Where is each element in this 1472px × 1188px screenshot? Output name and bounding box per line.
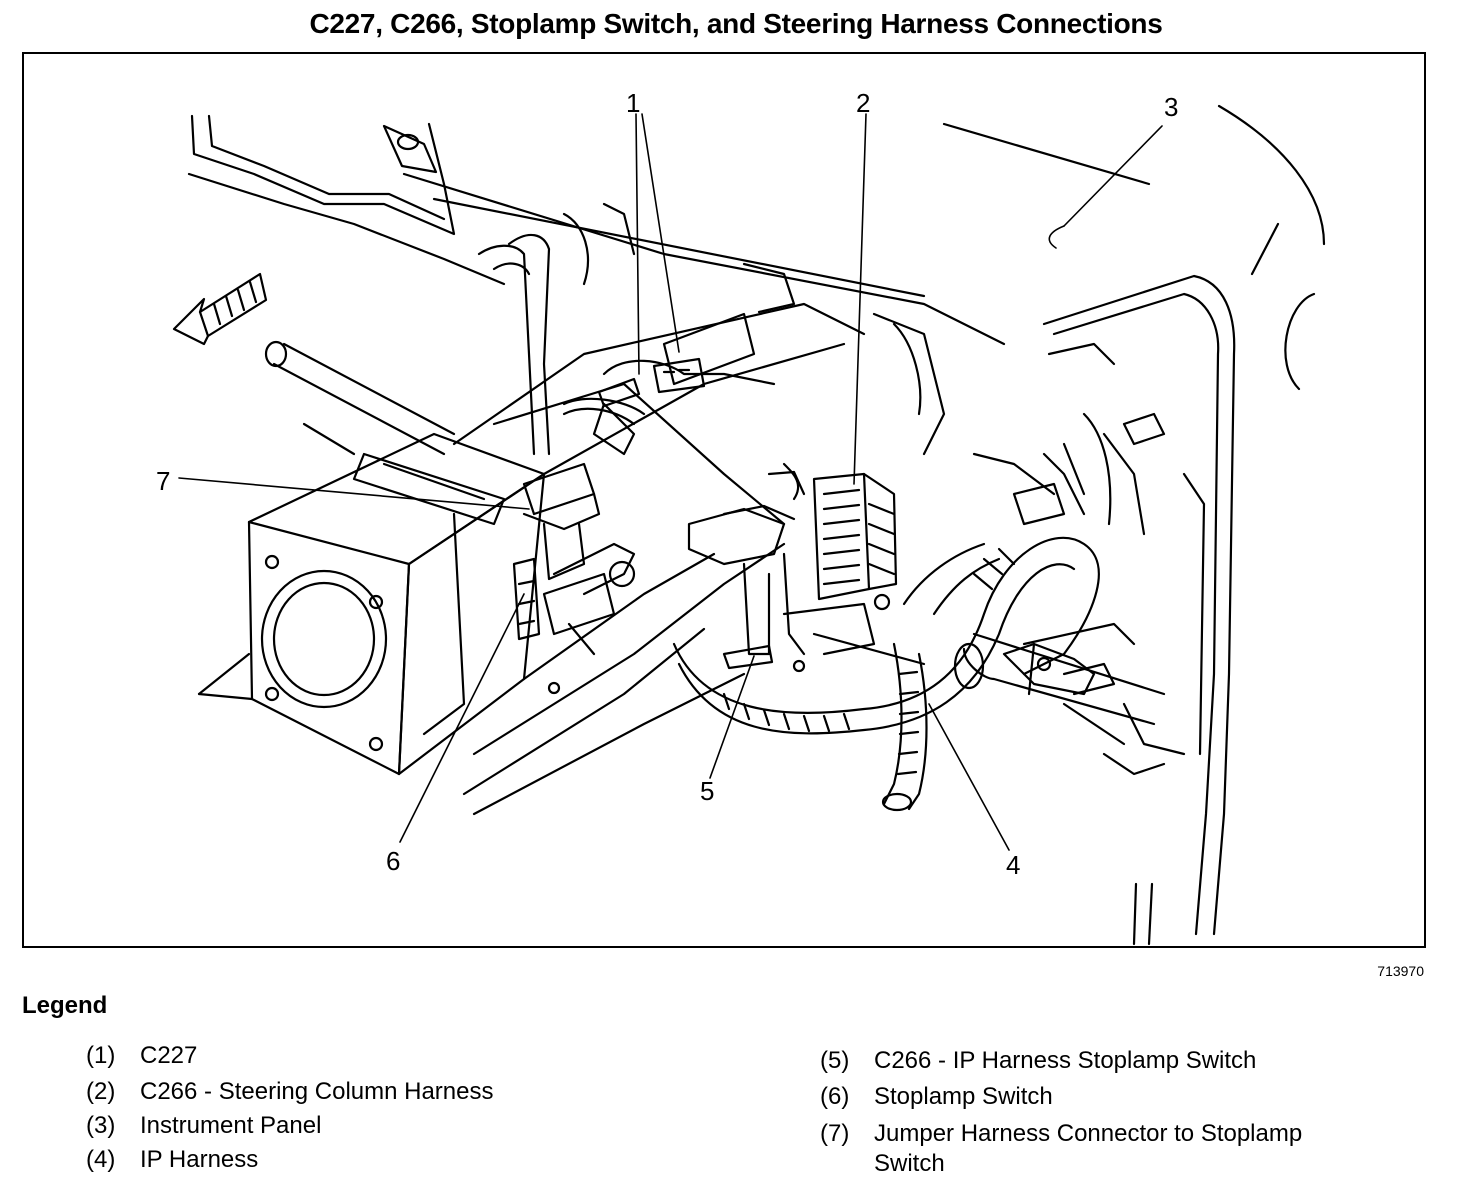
legend-item-3: (3) Instrument Panel: [86, 1111, 321, 1141]
legend-text: Instrument Panel: [140, 1112, 322, 1139]
right-brackets: [953, 412, 1186, 776]
callout-labels: 1 2 3 4 5 6 7: [156, 88, 1178, 880]
figure-number: 713970: [1377, 963, 1424, 979]
legend-heading: Legend: [22, 992, 108, 1019]
c266-steering-connector-shape: [812, 472, 898, 611]
c227-connector-shape: [597, 357, 706, 408]
jumper-connector-shape: [522, 462, 636, 596]
callout-1: 1: [626, 88, 640, 118]
legend-text: C227: [140, 1042, 198, 1069]
legend-text: Jumper Harness Connector to Stoplamp Swi…: [874, 1119, 1302, 1179]
callout-5: 5: [700, 776, 714, 806]
legend-text: Stoplamp Switch: [874, 1083, 1053, 1110]
ip-harness-loom: [672, 536, 1100, 812]
callout-7: 7: [156, 466, 170, 496]
legend-number: (6): [820, 1083, 850, 1110]
legend-item-5: (5) C266 - IP Harness Stoplamp Switch: [820, 1046, 1256, 1076]
c266-ip-connector-shape: [687, 504, 926, 673]
diagram-figure: 1 2 3 4 5 6 7: [22, 52, 1426, 948]
upper-harness: [477, 233, 776, 456]
legend-number: (5): [820, 1047, 850, 1074]
legend-text: IP Harness: [140, 1146, 259, 1173]
legend-item-7: (7) Jumper Harness Connector to Stoplamp…: [820, 1119, 1302, 1179]
direction-arrow: [172, 272, 268, 346]
callout-2: 2: [856, 88, 870, 118]
legend-item-4: (4) IP Harness: [86, 1145, 258, 1175]
steering-column-body: [452, 302, 866, 816]
harness-illustration: 1 2 3 4 5 6 7: [156, 88, 1326, 946]
legend-number: (7): [820, 1120, 850, 1147]
misc-details: [562, 202, 1116, 516]
upper-cowl-bracket: [187, 114, 1006, 346]
legend-number: (2): [86, 1078, 116, 1105]
diagram-title: C227, C266, Stoplamp Switch, and Steerin…: [309, 8, 1163, 39]
callout-leader-lines: [178, 113, 1163, 851]
callout-6: 6: [386, 846, 400, 876]
callout-4: 4: [1006, 850, 1020, 880]
legend-number: (4): [86, 1146, 116, 1173]
instrument-panel-outline: [942, 104, 1326, 946]
legend-item-1: (1) C227: [86, 1041, 197, 1071]
stoplamp-switch-shape: [512, 557, 636, 695]
legend-text-line-1: Jumper Harness Connector to Stoplamp: [874, 1120, 1303, 1147]
legend-item-6: (6) Stoplamp Switch: [820, 1082, 1053, 1112]
legend-text: C266 - IP Harness Stoplamp Switch: [874, 1047, 1257, 1074]
steering-column-support: [197, 432, 546, 776]
legend-item-2: (2) C266 - Steering Column Harness: [86, 1077, 494, 1107]
legend-number: (3): [86, 1112, 116, 1139]
legend-number: (1): [86, 1042, 116, 1069]
legend-text-line-2: Switch: [874, 1150, 945, 1177]
legend-text: C266 - Steering Column Harness: [140, 1078, 494, 1105]
left-crossbar: [264, 340, 456, 456]
callout-3: 3: [1164, 92, 1178, 122]
